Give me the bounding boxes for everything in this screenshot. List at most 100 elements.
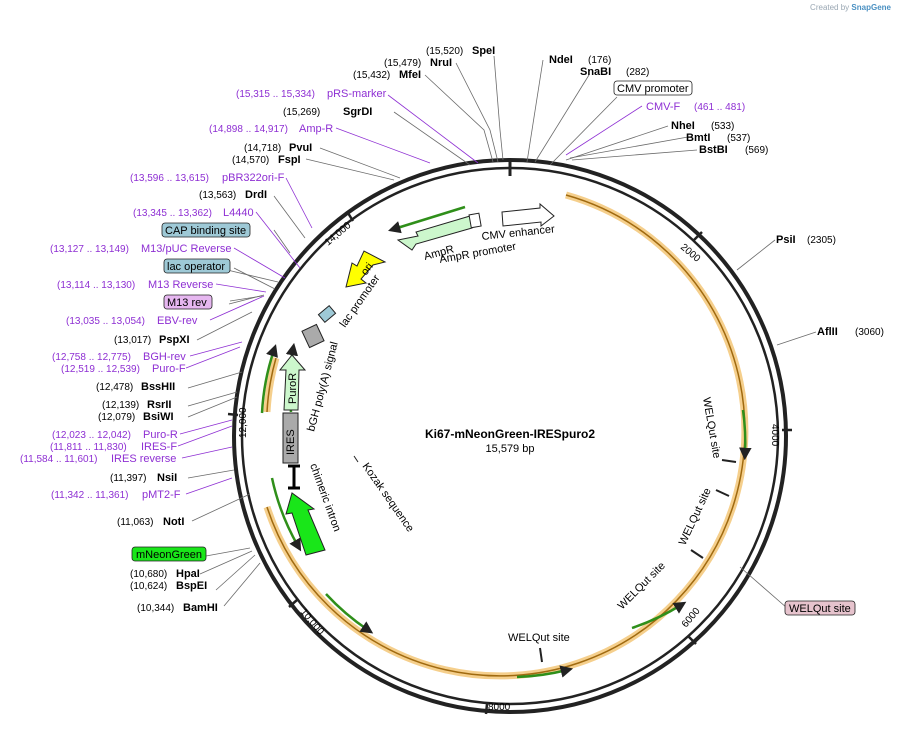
enzyme-pos-nhei: (533) — [711, 121, 734, 132]
welqut-site-box-label: WELQut site — [789, 603, 851, 615]
ampr-arrow — [396, 215, 473, 251]
primer-range: (13,127 .. 13,149) — [50, 244, 129, 255]
lac-operator-label: lac operator — [167, 261, 225, 273]
enzyme-pos-rsrii: (12,139) — [102, 400, 139, 411]
tick-label-8000: 8000 — [488, 702, 511, 713]
primer-name: IRES reverse — [111, 453, 176, 465]
enzyme-pos-ndei: (176) — [588, 55, 611, 66]
primer-name: L4440 — [223, 207, 254, 219]
snapgene-logo: SnapGene — [851, 3, 891, 12]
primer-name: IRES-F — [141, 441, 177, 453]
arrow-left-1 — [325, 593, 374, 634]
boxed-mneongreen: mNeonGreen — [131, 546, 207, 562]
enzyme-name-nhei: NheI — [671, 120, 695, 132]
enzyme-pos-nrui: (15,479) — [384, 58, 421, 69]
primer-name: BGH-rev — [143, 351, 186, 363]
right-enzymes: NdeI (176) SnaBI (282) NheI (533) BmtI (… — [549, 54, 884, 338]
primer-range: (12,023 .. 12,042) — [52, 430, 131, 441]
arrow-left-3 — [260, 344, 278, 414]
arrow-right-2 — [631, 601, 687, 630]
puror-arrow — [278, 354, 307, 411]
enzyme-pos-psii: (2305) — [807, 235, 836, 246]
arrow-left-2 — [270, 477, 302, 552]
enzyme-name-bsiwi: BsiWI — [143, 411, 174, 423]
welqut-label-1: WELQut site — [700, 396, 723, 459]
primer-name: EBV-rev — [157, 315, 198, 327]
boxed-welqut-site: WELQut site — [784, 600, 856, 616]
enzyme-pos-hpai: (10,680) — [130, 569, 167, 580]
enzyme-name-nsii: NsiI — [157, 472, 177, 484]
enzyme-name-drdi: DrdI — [245, 189, 267, 201]
intron-marker — [288, 464, 300, 490]
plasmid-length: 15,579 bp — [486, 443, 535, 455]
tick-label-12000: 12,000 — [238, 407, 249, 438]
boxed-m13-rev: M13 rev — [163, 294, 213, 310]
bgh-polya-box — [301, 323, 325, 349]
enzyme-name-fspi: FspI — [278, 154, 301, 166]
snapgene-credit: Created by SnapGene — [810, 3, 891, 12]
cmv-promoter-label: CMV promoter — [617, 83, 689, 95]
ires-box — [282, 412, 299, 464]
boxed-cap-binding-site: CAP binding site — [161, 222, 251, 238]
enzyme-pos-bsiwi: (12,079) — [98, 412, 135, 423]
enzyme-pos-bspei: (10,624) — [130, 581, 167, 592]
left-enzymes: (15,269) SgrDI (14,718) PvuI (14,570) Fs… — [96, 106, 372, 614]
enzyme-name-ndei: NdeI — [549, 54, 573, 66]
primer-range: (11,342 .. 11,361) — [51, 490, 128, 501]
welqut-label-3: WELQut site — [616, 560, 668, 612]
primer-range: (13,345 .. 13,362) — [133, 208, 212, 219]
welqut-label-2: WELQut site — [677, 486, 714, 547]
enzyme-pos-sgrdi: (15,269) — [283, 107, 320, 118]
primer-cmv-f-name: CMV-F — [646, 101, 681, 113]
cap-binding-site-label: CAP binding site — [165, 225, 246, 237]
enzyme-name-rsrii: RsrII — [147, 399, 171, 411]
primer-range: (11,811 .. 11,830) — [50, 442, 127, 453]
welqut-label-4: WELQut site — [508, 632, 570, 644]
primer-name: Amp-R — [299, 123, 333, 135]
primer-name: pBR322ori-F — [222, 172, 285, 184]
primer-range: (13,114 .. 13,130) — [57, 280, 135, 291]
boxed-cmv-promoter: CMV promoter — [613, 80, 693, 96]
primer-range: (12,758 .. 12,775) — [52, 352, 131, 363]
primer-name: pMT2-F — [142, 489, 181, 501]
enzyme-name-mfei: MfeI — [399, 69, 421, 81]
enzyme-name-snabi: SnaBI — [580, 66, 611, 78]
bgh-polya-label: bGH poly(A) signal — [305, 340, 340, 432]
lac-feature — [317, 304, 337, 324]
cmv-enhancer-arrow — [501, 202, 555, 228]
kozak-label: Kozak sequence — [360, 461, 416, 535]
enzyme-pos-pvui: (14,718) — [244, 143, 281, 154]
enzyme-pos-fspi: (14,570) — [232, 155, 269, 166]
enzyme-pos-aflii: (3060) — [855, 327, 884, 338]
enzyme-name-spei: SpeI — [472, 45, 495, 57]
primer-range: (13,596 .. 13,615) — [130, 173, 209, 184]
enzyme-name-noti: NotI — [163, 516, 184, 528]
backbone-outer — [232, 158, 788, 714]
primer-range: (14,898 .. 14,917) — [209, 124, 288, 135]
enzyme-pos-spei: (15,520) — [426, 46, 463, 57]
boxed-lac-operator: lac operator — [163, 258, 231, 274]
arrow-bottom — [516, 665, 574, 679]
enzyme-name-bmti: BmtI — [686, 132, 710, 144]
primer-range: (11,584 .. 11,601) — [20, 454, 97, 465]
enzyme-name-bstbi: BstBI — [699, 144, 728, 156]
ampr-promoter-box — [468, 212, 482, 229]
primer-name: Puro-F — [152, 363, 186, 375]
arrow-right-1 — [739, 409, 752, 461]
m13-rev-label: M13 rev — [167, 297, 207, 309]
primer-range: (13,035 .. 13,054) — [66, 316, 145, 327]
tick-label-4000: 4000 — [769, 424, 780, 447]
enzyme-pos-nsii: (11,397) — [110, 473, 147, 484]
primer-name: M13 Reverse — [148, 279, 213, 291]
enzyme-pos-bstbi: (569) — [745, 145, 768, 156]
enzyme-name-hpai: HpaI — [176, 568, 200, 580]
enzyme-pos-bsshii: (12,478) — [96, 382, 133, 393]
mneongreen-label: mNeonGreen — [136, 549, 202, 561]
tick-label-10000: 10,000 — [298, 607, 326, 638]
enzyme-pos-mfei: (15,432) — [353, 70, 390, 81]
primer-name: Puro-R — [143, 429, 178, 441]
enzyme-pos-pspxi: (13,017) — [114, 335, 151, 346]
top-enzymes: (15,520) SpeI (15,479) NruI (15,432) Mfe… — [353, 45, 495, 81]
enzyme-pos-noti: (11,063) — [117, 517, 154, 528]
